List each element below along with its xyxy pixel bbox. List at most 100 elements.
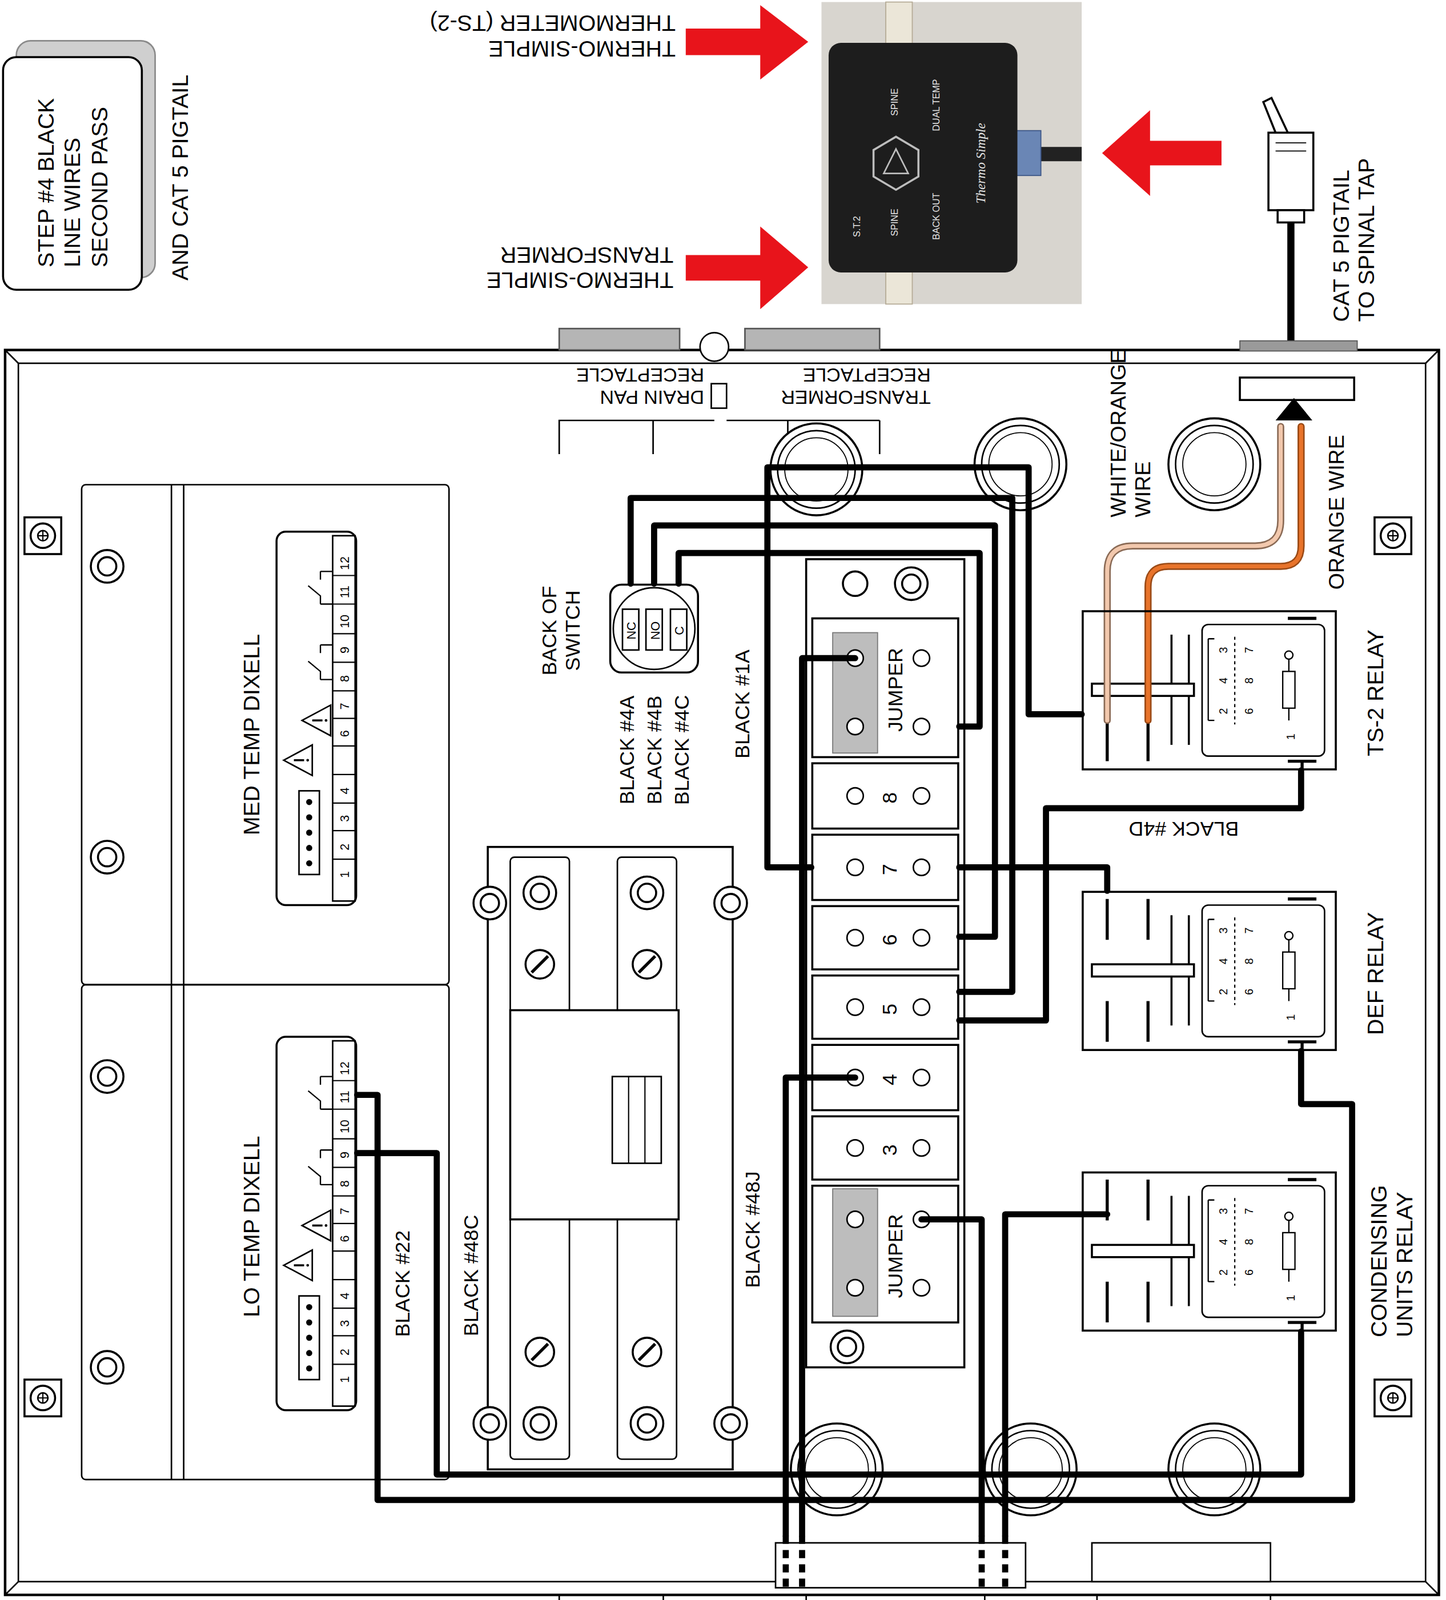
terminal-block — [842, 571, 868, 596]
device-marking: S.T.2 — [852, 215, 863, 238]
device-marking: SPINE — [889, 88, 901, 116]
device-photo-image — [821, 2, 1082, 305]
terminal-block — [846, 649, 930, 1296]
device-photo-image — [885, 2, 913, 50]
controller-face — [283, 535, 356, 902]
device-marking: BACK OUT — [931, 193, 942, 240]
receptacle-bracket — [711, 383, 727, 409]
terminal-number: 4 — [338, 786, 353, 794]
relay-pin-number: 8 — [1242, 1238, 1256, 1245]
lid-hinge — [700, 332, 729, 361]
terminal-number: 7 — [878, 863, 902, 875]
wire-label: BLACK #1A — [730, 649, 755, 759]
enclosure — [5, 350, 1440, 1600]
circuit-breaker — [632, 949, 662, 979]
relay-socket — [1091, 898, 1325, 1051]
relay-pin-number: 2 — [1216, 988, 1231, 995]
wire-exit — [775, 1535, 1271, 1592]
rj45-plug — [1287, 222, 1295, 343]
enclosure — [18, 363, 1426, 1582]
wire-connector — [653, 525, 995, 937]
device-photo: S.T.2SPINEBACK OUTThermo SimpleSPINEDUAL… — [821, 2, 1082, 305]
relay-pin-number: 3 — [1216, 927, 1231, 934]
terminal-number: 4 — [338, 1292, 353, 1300]
circuit-breaker — [509, 1009, 679, 1219]
wire-exit — [785, 1535, 1006, 1592]
terminal-number: 5 — [878, 1003, 902, 1015]
device-photo-image — [1038, 146, 1082, 162]
cat5-pair-wire — [1147, 426, 1301, 721]
step-note: AND CAT 5 PIGTAIL — [167, 74, 194, 281]
relay-name: TS-2 RELAY — [1362, 629, 1389, 757]
terminal-number: 7 — [338, 1207, 353, 1215]
controller-face — [283, 1040, 356, 1407]
rj45-plug — [1275, 142, 1307, 151]
terminal-block — [846, 1139, 864, 1156]
relay-pin-number: 6 — [1242, 988, 1256, 995]
terminal-block — [846, 998, 864, 1016]
device-photo-image — [828, 42, 1018, 273]
device-marking: Thermo Simple — [974, 122, 990, 204]
terminal-number: JUMPER — [884, 647, 908, 732]
relay: TS-2 RELAY2436871 — [1081, 609, 1337, 770]
field-wire — [801, 657, 855, 1536]
mounting-screw — [24, 1379, 62, 1416]
wire-label: BLACK #4B — [643, 695, 666, 805]
terminal-number: 10 — [338, 614, 353, 629]
relay-socket — [1091, 1179, 1325, 1332]
terminal-number: 3 — [878, 1143, 902, 1156]
mounting-screw — [1374, 517, 1412, 554]
switch-body — [613, 587, 696, 670]
device-photo-image — [873, 136, 919, 190]
cat5-pair-wire — [1147, 426, 1301, 721]
terminal-number: 11 — [338, 1090, 353, 1103]
circuit-breaker — [487, 846, 733, 1470]
terminal-row: 5 — [811, 974, 960, 1040]
circuit-breaker — [473, 846, 747, 1470]
terminal-block — [846, 718, 864, 735]
terminal-number: 8 — [338, 675, 353, 682]
terminal-block — [913, 858, 930, 876]
circuit-breaker — [630, 876, 664, 909]
circuit-breaker — [473, 886, 506, 919]
screw-ring — [90, 549, 124, 583]
relay: CONDENSING UNITS RELAY2436871 — [1081, 1171, 1337, 1332]
callout-label: THERMO-SIMPLE TRANSFORMER — [459, 241, 674, 293]
terminal-number: 11 — [338, 585, 353, 598]
terminal-block — [846, 858, 864, 876]
terminal-block — [806, 559, 965, 1368]
relay-pin-number: 2 — [1216, 1268, 1231, 1276]
circuit-breaker — [632, 1337, 662, 1367]
cable-bushing — [1239, 340, 1357, 421]
cable-bushing — [1275, 398, 1313, 421]
terminal-number: 7 — [338, 702, 353, 710]
relay-pin-number: 4 — [1216, 677, 1231, 684]
callout-label: THERMO-SIMPLE THERMOMETER (TS-2) — [379, 9, 676, 62]
circuit-breaker — [523, 876, 557, 909]
enclosure — [5, 350, 1440, 1595]
wire-connector — [630, 497, 1012, 992]
terminal-block — [913, 1139, 930, 1156]
terminal-block — [846, 929, 864, 946]
terminal-block — [894, 567, 928, 600]
lid-hinge — [559, 328, 880, 361]
terminal-number: 9 — [338, 1151, 353, 1159]
terminal-number: 12 — [338, 1061, 353, 1075]
wire-label: BLACK #4C — [670, 695, 693, 806]
device-marking: SPINE — [889, 208, 901, 236]
terminal-number: 8 — [338, 1179, 353, 1187]
screw-ring — [90, 1059, 124, 1093]
pointer-arrow — [685, 226, 809, 310]
relay-pin-number: 7 — [1242, 927, 1256, 934]
switch-label: BACK OF SWITCH — [537, 585, 585, 676]
callout-label: WHITE/ORANGE WIRE — [1106, 323, 1156, 517]
rj45-plug — [1277, 210, 1304, 223]
cable-bushing — [1239, 340, 1357, 352]
relay-pin-number: 7 — [1242, 1207, 1256, 1215]
wire-label: BLACK #48C — [459, 1214, 484, 1337]
circuit-breaker — [525, 949, 554, 979]
terminal-number: 1 — [338, 1375, 353, 1383]
terminal-number: 3 — [338, 1319, 353, 1327]
relay-pin-number: 4 — [1216, 1238, 1231, 1245]
relay-pin-number: 6 — [1242, 708, 1256, 715]
